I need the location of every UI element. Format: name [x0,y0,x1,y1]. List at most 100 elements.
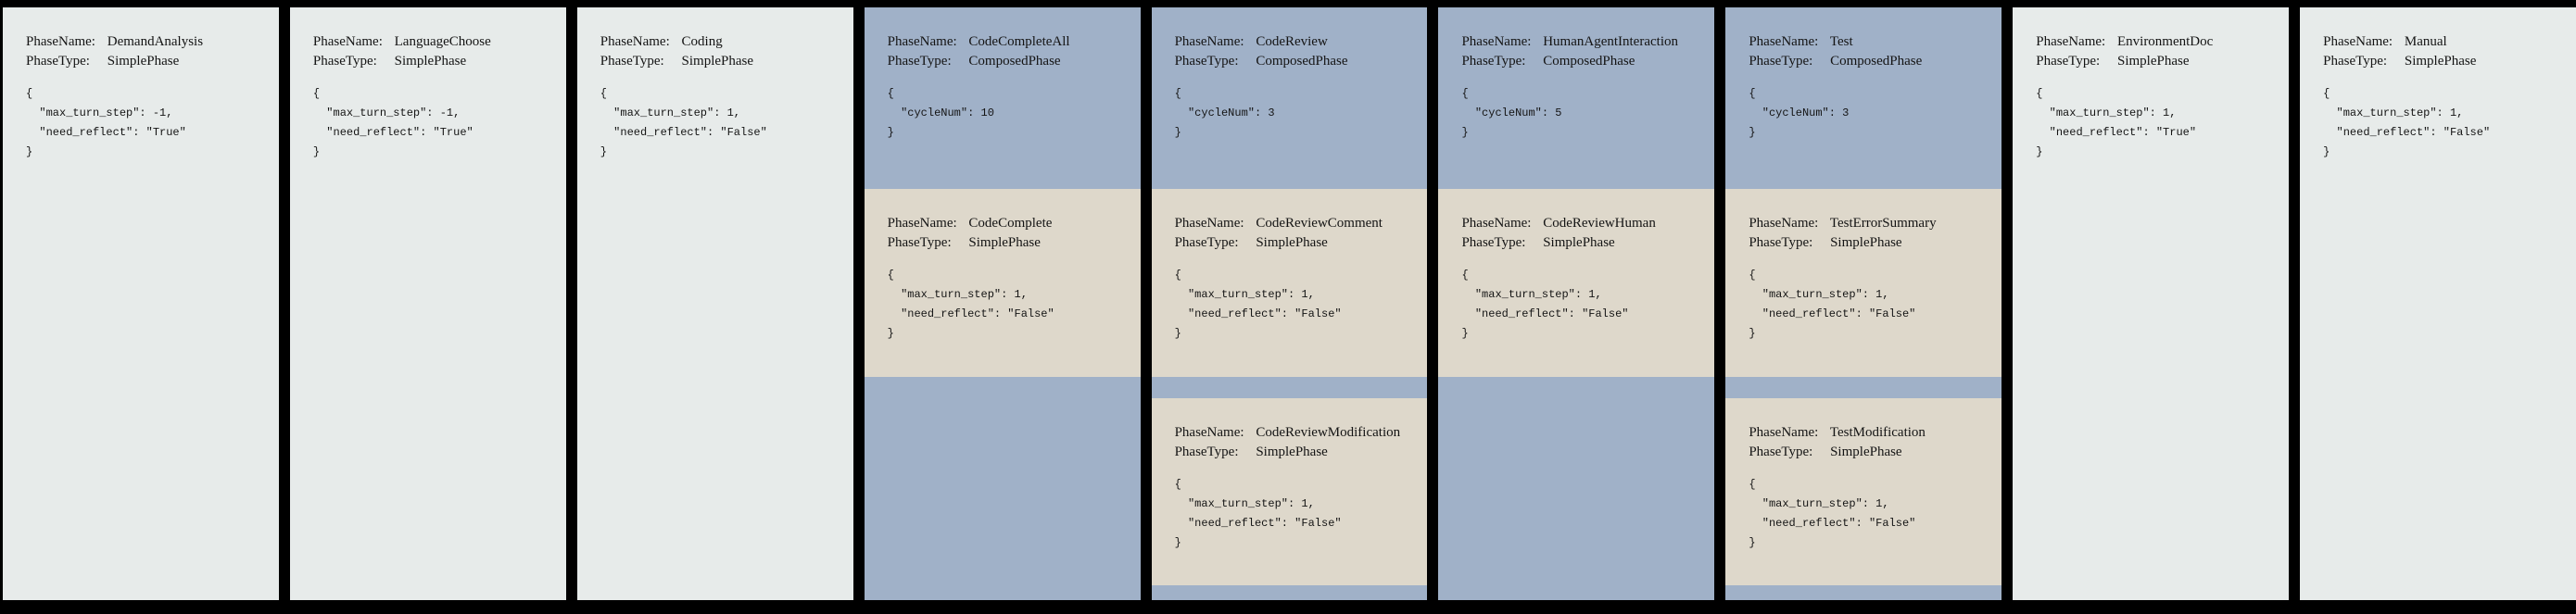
phase-name-value: CodeReviewComment [1256,216,1383,231]
phase-name-line: PhaseName: HumanAgentInteraction [1461,32,1707,52]
phase-name-line: PhaseName: CodeComplete [888,214,1133,233]
phase-card-coding: PhaseName: Coding PhaseType: SimplePhase… [576,7,853,600]
phase-type-value: SimplePhase [1830,235,1902,250]
phase-card-codecompleteall: PhaseName: CodeCompleteAll PhaseType: Co… [864,7,1141,600]
phase-type-value: SimplePhase [1830,445,1902,459]
phase-type-value: SimplePhase [681,54,754,69]
phase-name-line: PhaseName: CodeReview [1175,32,1421,52]
phase-type-line: PhaseType: SimplePhase [313,52,559,71]
phase-config-json: { "max_turn_step": -1, "need_reflect": "… [312,87,474,158]
phase-config-json: { "max_turn_step": 1, "need_reflect": "F… [1461,269,1629,340]
phase-name-value: TestErrorSummary [1829,216,1937,231]
phase-config-json: { "cycleNum": 5 } [1461,87,1562,139]
phase-header-block: PhaseName: LanguageChoose PhaseType: Sim… [290,7,566,162]
phase-card-manual: PhaseName: Manual PhaseType: SimplePhase… [2300,7,2576,600]
phase-type-line: PhaseType: ComposedPhase [888,52,1133,71]
phase-name-label: PhaseName: [1749,425,1819,440]
nested-phase-testerrorsummary: PhaseName: TestErrorSummary PhaseType: S… [1725,189,2002,377]
phase-name-value: Test [1829,34,1853,49]
phase-name-value: CodeCompleteAll [968,34,1070,49]
phase-name-line: PhaseName: CodeReviewHuman [1461,214,1707,233]
phase-type-value: ComposedPhase [1543,54,1635,69]
phase-name-value: CodeReviewModification [1256,425,1401,440]
phase-card-demandanalysis: PhaseName: DemandAnalysis PhaseType: Sim… [3,7,279,600]
composed-phase-filler [865,377,1141,600]
phase-name-label: PhaseName: [1461,216,1532,231]
phase-name-label: PhaseName: [26,34,95,49]
phase-header-block: PhaseName: CodeReview PhaseType: Compose… [1152,7,1428,143]
phase-name-line: PhaseName: LanguageChoose [313,32,559,52]
phase-type-line: PhaseType: SimplePhase [2323,52,2569,71]
composed-phase-header: PhaseName: Test PhaseType: ComposedPhase… [1725,7,2001,189]
phase-type-label: PhaseType: [2323,54,2388,69]
phase-name-label: PhaseName: [887,34,957,49]
nested-phase-codecomplete: PhaseName: CodeComplete PhaseType: Simpl… [864,189,1141,377]
phase-header-block: PhaseName: Manual PhaseType: SimplePhase… [2300,7,2576,162]
phase-name-line: PhaseName: CodeReviewComment [1175,214,1421,233]
phase-name-label: PhaseName: [1174,34,1244,49]
phase-card-humanagentinteraction: PhaseName: HumanAgentInteraction PhaseTy… [1438,7,1715,600]
phase-name-value: CodeComplete [968,216,1053,231]
nested-phase-codereviewcomment: PhaseName: CodeReviewComment PhaseType: … [1151,189,1428,377]
phase-type-line: PhaseType: ComposedPhase [1175,52,1421,71]
phase-header-block: PhaseName: EnvironmentDoc PhaseType: Sim… [2013,7,2289,162]
phase-header-block: PhaseName: DemandAnalysis PhaseType: Sim… [3,7,279,162]
phase-config-json: { "max_turn_step": 1, "need_reflect": "T… [2036,87,2197,158]
phase-name-label: PhaseName: [600,34,670,49]
phase-type-label: PhaseType: [1174,235,1239,250]
phase-name-line: PhaseName: Manual [2323,32,2569,52]
phase-type-label: PhaseType: [887,54,952,69]
phase-name-label: PhaseName: [1174,216,1244,231]
phase-type-label: PhaseType: [1174,445,1239,459]
phase-type-label: PhaseType: [1461,235,1526,250]
phase-type-line: PhaseType: SimplePhase [600,52,846,71]
phase-config-json: { "cycleNum": 3 } [1749,87,1850,139]
phase-name-line: PhaseName: Coding [600,32,846,52]
phase-type-line: PhaseType: ComposedPhase [1461,52,1707,71]
phase-header-block: PhaseName: Test PhaseType: ComposedPhase… [1725,7,2001,143]
phase-card-test: PhaseName: Test PhaseType: ComposedPhase… [1725,7,2002,600]
phase-type-line: PhaseType: SimplePhase [26,52,271,71]
phase-type-line: PhaseType: SimplePhase [1175,233,1421,253]
phase-name-value: EnvironmentDoc [2116,34,2214,49]
nested-phase-codereviewhuman: PhaseName: CodeReviewHuman PhaseType: Si… [1438,189,1715,377]
composed-phase-filler [1438,377,1714,600]
phase-config-json: { "max_turn_step": 1, "need_reflect": "F… [1174,478,1342,549]
phase-header-block: PhaseName: CodeReviewModification PhaseT… [1152,398,1428,553]
phase-config-json: { "max_turn_step": 1, "need_reflect": "F… [1174,269,1342,340]
phase-card-languagechoose: PhaseName: LanguageChoose PhaseType: Sim… [289,7,566,600]
nested-phase-testmodification: PhaseName: TestModification PhaseType: S… [1725,398,2002,585]
phase-type-line: PhaseType: SimplePhase [1175,443,1421,462]
phase-config-json: { "max_turn_step": 1, "need_reflect": "F… [1749,478,1916,549]
nested-phase-codereviewmodification: PhaseName: CodeReviewModification PhaseT… [1151,398,1428,585]
phase-type-line: PhaseType: SimplePhase [1461,233,1707,253]
phase-header-block: PhaseName: CodeCompleteAll PhaseType: Co… [865,7,1141,143]
composed-phase-filler [1152,585,1428,600]
phase-type-value: SimplePhase [1543,235,1615,250]
phase-name-label: PhaseName: [2323,34,2393,49]
phase-type-label: PhaseType: [1749,235,1813,250]
phase-config-json: { "max_turn_step": 1, "need_reflect": "F… [887,269,1054,340]
phase-name-label: PhaseName: [1174,425,1244,440]
phase-name-value: Coding [681,34,723,49]
phase-name-line: PhaseName: TestErrorSummary [1749,214,1994,233]
phase-card-codereview: PhaseName: CodeReview PhaseType: Compose… [1151,7,1428,600]
phase-name-label: PhaseName: [312,34,383,49]
composed-phase-filler [1725,585,2001,600]
phase-type-value: ComposedPhase [968,54,1061,69]
phase-name-line: PhaseName: TestModification [1749,423,1994,443]
composed-phase-header: PhaseName: CodeReview PhaseType: Compose… [1152,7,1428,189]
phase-name-value: CodeReview [1256,34,1328,49]
phase-type-value: ComposedPhase [1830,54,1923,69]
phase-config-json: { "max_turn_step": -1, "need_reflect": "… [26,87,186,158]
phase-name-line: PhaseName: Test [1749,32,1994,52]
phase-type-value: SimplePhase [2116,54,2190,69]
phase-type-label: PhaseType: [312,54,377,69]
phase-header-block: PhaseName: CodeReviewComment PhaseType: … [1152,189,1428,344]
phase-name-value: HumanAgentInteraction [1543,34,1678,49]
phase-name-line: PhaseName: EnvironmentDoc [2036,32,2281,52]
phase-name-value: DemandAnalysis [107,34,204,49]
phase-type-line: PhaseType: SimplePhase [2036,52,2281,71]
phase-name-line: PhaseName: DemandAnalysis [26,32,271,52]
